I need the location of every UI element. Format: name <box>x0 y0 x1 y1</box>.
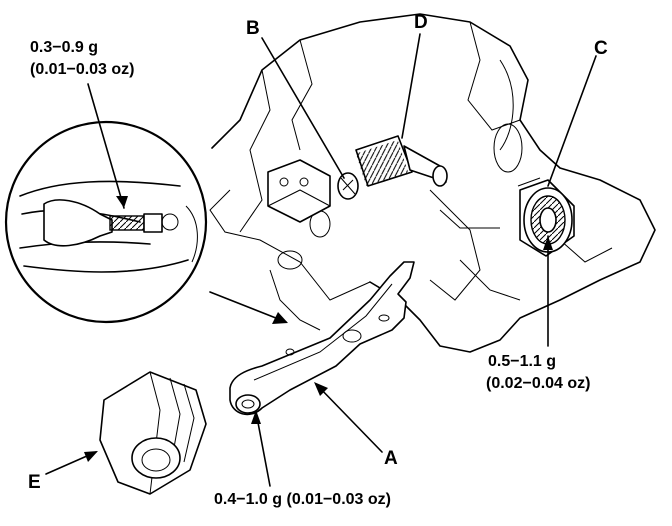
bearing-grease-amount: 0.5−1.1 g <box>488 353 556 370</box>
pivot-arrow-head <box>251 410 261 424</box>
label-d: D <box>414 12 428 33</box>
leader-lines <box>45 33 597 487</box>
pivot-bolt-b <box>337 172 359 200</box>
inset-grease-amount-oz: (0.01−0.03 oz) <box>30 61 135 78</box>
label-c: C <box>594 38 608 59</box>
bearing-arrow-head <box>543 236 553 250</box>
label-e: E <box>28 472 41 493</box>
detail-inset <box>4 120 208 324</box>
fork-arrow-head <box>314 382 328 396</box>
inset-link-arrow-head <box>272 312 288 324</box>
inset-arrow-head <box>116 196 128 208</box>
boot-arrow-head <box>84 451 98 462</box>
fork-pivot-bracket <box>267 159 331 223</box>
label-b: B <box>246 18 260 39</box>
release-fork-a <box>229 261 415 416</box>
fork-boot-e <box>99 371 207 495</box>
pivot-grease-amount: 0.4−1.0 g (0.01−0.03 oz) <box>214 491 391 508</box>
release-bearing-c <box>517 177 575 257</box>
label-a: A <box>384 448 398 469</box>
inset-grease-amount: 0.3−0.9 g <box>30 39 98 56</box>
bearing-grease-amount-oz: (0.02−0.04 oz) <box>486 375 591 392</box>
input-shaft-d <box>355 135 448 187</box>
